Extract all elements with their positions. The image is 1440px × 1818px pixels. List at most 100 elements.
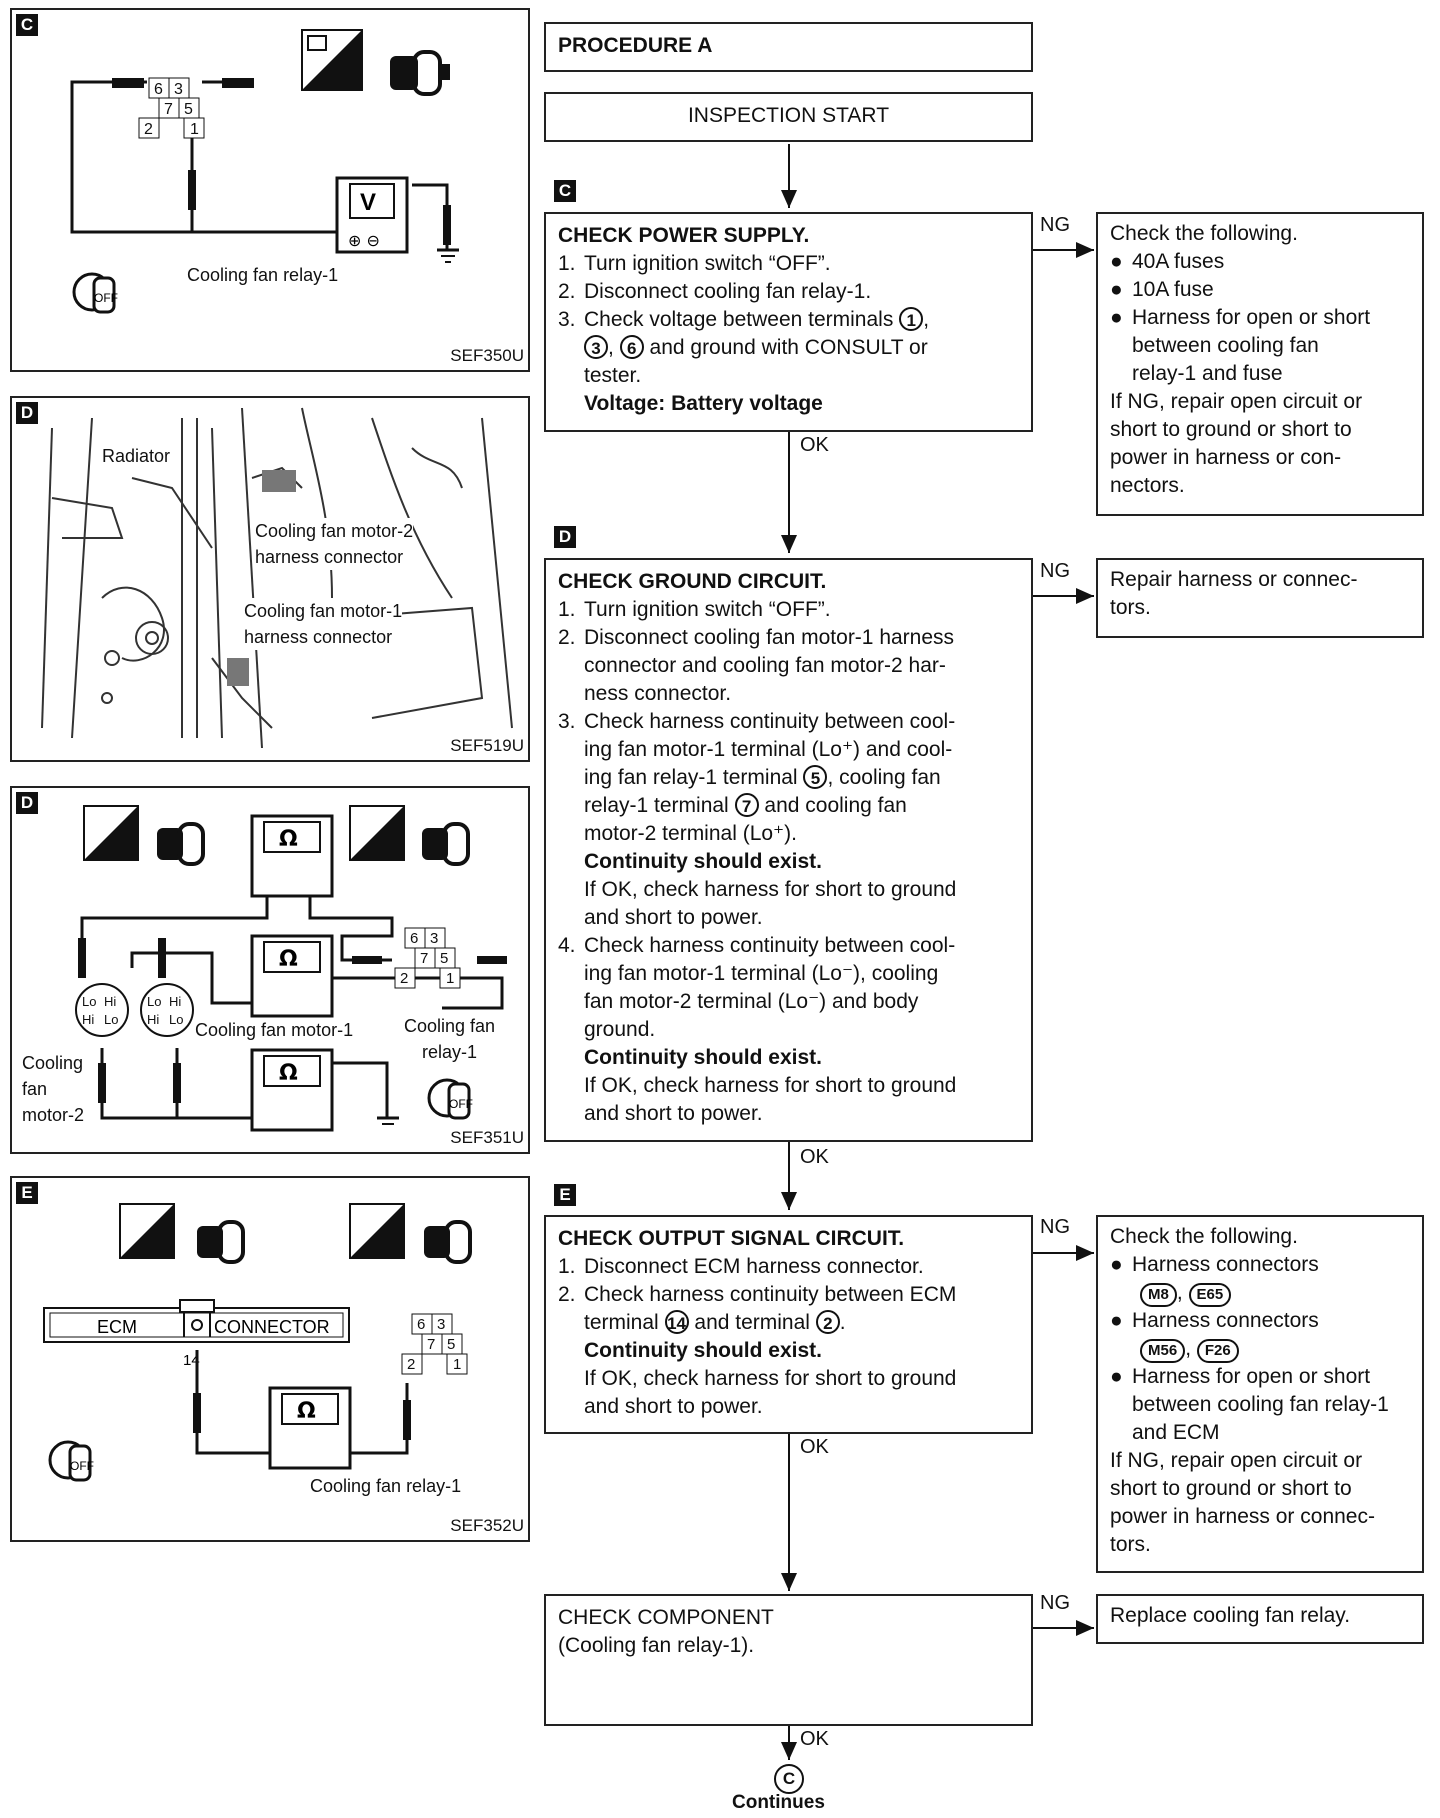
- disconnect-icon: [197, 1220, 245, 1264]
- ecm-label: ECM: [97, 1317, 137, 1337]
- motor-1-label: Cooling fan motor-1: [195, 1020, 354, 1040]
- svg-text:5: 5: [447, 1336, 455, 1353]
- pin-3: 3: [174, 81, 183, 98]
- inspection-start: INSPECTION START: [544, 92, 1033, 142]
- radiator-label: Radiator: [102, 446, 171, 467]
- ng-result-component: Replace cooling fan relay.: [1096, 1594, 1424, 1644]
- ng-label-e: NG: [1040, 1216, 1070, 1238]
- ignition-off-icon: OFF: [427, 1078, 473, 1120]
- figure-e-panel: E ECM CONNECTOR 14 Ω 6: [10, 1176, 530, 1542]
- hs-icon: [119, 1203, 175, 1259]
- svg-text:3: 3: [430, 930, 438, 947]
- figure-e-diagram: ECM CONNECTOR 14 Ω 6 3 7 5 2 1 OFF: [43, 1203, 472, 1482]
- ts-icon: [349, 1203, 405, 1259]
- svg-text:⊕ ⊖: ⊕ ⊖: [348, 231, 380, 250]
- figure-c-code: SEF350U: [450, 346, 524, 365]
- connector-m56: M56: [1140, 1339, 1186, 1363]
- svg-text:6: 6: [410, 930, 418, 947]
- connector-f26: F26: [1196, 1339, 1239, 1363]
- ng-result-ground-circuit: Repair harness or connec- tors.: [1096, 558, 1424, 638]
- svg-text:Lo: Lo: [147, 994, 161, 1009]
- figure-d2-panel: D Ω: [10, 786, 530, 1154]
- svg-text:6: 6: [417, 1316, 425, 1333]
- svg-text:5: 5: [440, 950, 448, 967]
- svg-text:Hi: Hi: [147, 1012, 159, 1027]
- figure-c-diagram: 6 3 7 5 2 1 V ⊕ ⊖ OFF: [70, 29, 459, 314]
- ohmmeter-symbol: Ω: [279, 827, 298, 852]
- svg-text:Ω: Ω: [279, 1061, 298, 1086]
- ignition-off-icon: OFF: [48, 1440, 94, 1482]
- svg-text:Lo: Lo: [82, 994, 96, 1009]
- ok-label-component: OK: [800, 1728, 829, 1750]
- disconnect-icon: [424, 1220, 472, 1264]
- svg-text:1: 1: [446, 970, 454, 987]
- voltmeter-symbol: V: [360, 189, 376, 216]
- disconnect-icon: [422, 822, 470, 866]
- ng-label-component: NG: [1040, 1592, 1070, 1614]
- svg-text:Hi: Hi: [82, 1012, 94, 1027]
- figure-e-caption: Cooling fan relay-1: [310, 1476, 462, 1496]
- pin-7: 7: [164, 101, 173, 118]
- svg-text:Hi: Hi: [169, 994, 181, 1009]
- step-check-output-signal: CHECK OUTPUT SIGNAL CIRCUIT. 1.Disconnec…: [544, 1215, 1033, 1434]
- svg-text:7: 7: [420, 950, 428, 967]
- step-check-power-supply: CHECK POWER SUPPLY. 1.Turn ignition swit…: [544, 212, 1033, 432]
- ng-result-power-supply: Check the following. ●40A fuses ●10A fus…: [1096, 212, 1424, 516]
- figure-d1-code: SEF519U: [450, 736, 524, 755]
- continues-label: Continues: [732, 1792, 825, 1813]
- svg-text:7: 7: [427, 1336, 435, 1353]
- step-check-component: CHECK COMPONENT (Cooling fan relay-1).: [544, 1594, 1033, 1726]
- disconnect-icon: [157, 822, 205, 866]
- ng-label-c: NG: [1040, 214, 1070, 236]
- figure-e-code: SEF352U: [450, 1516, 524, 1535]
- connector-label: CONNECTOR: [214, 1317, 330, 1337]
- svg-text:1: 1: [453, 1356, 461, 1373]
- procedure-title: PROCEDURE A: [544, 22, 1033, 72]
- figure-e-tag: E: [16, 1182, 38, 1204]
- figure-c-tag: C: [16, 14, 38, 36]
- ts-icon: [349, 805, 405, 861]
- pin-1: 1: [190, 121, 199, 138]
- ts-icon: [83, 805, 139, 861]
- svg-text:3: 3: [437, 1316, 445, 1333]
- svg-text:2: 2: [407, 1356, 415, 1373]
- ignition-off-icon: OFF: [72, 272, 118, 314]
- flow-tag-d: D: [554, 526, 576, 548]
- pin-6: 6: [154, 81, 163, 98]
- ohmmeter-symbol: Ω: [297, 1399, 316, 1424]
- ts-icon: [301, 29, 363, 91]
- figure-d1-tag: D: [16, 402, 38, 424]
- svg-text:OFF: OFF: [94, 291, 118, 305]
- engine-photo-illustration: [41, 407, 513, 749]
- step-check-ground-circuit: CHECK GROUND CIRCUIT. 1.Turn ignition sw…: [544, 558, 1033, 1142]
- pin-2: 2: [144, 121, 153, 138]
- ok-label-e: OK: [800, 1436, 829, 1458]
- ng-label-d: NG: [1040, 560, 1070, 582]
- ok-label-d: OK: [800, 1146, 829, 1168]
- figure-d2-code: SEF351U: [450, 1128, 524, 1147]
- ng-result-output-signal: Check the following. ●Harness connectors…: [1096, 1215, 1424, 1573]
- flow-tag-c: C: [554, 180, 576, 202]
- figure-d2-tag: D: [16, 792, 38, 814]
- flow-tag-e: E: [554, 1184, 576, 1206]
- figure-c-caption: Cooling fan relay-1: [187, 265, 339, 285]
- disconnect-icon: [390, 50, 450, 96]
- pin-5: 5: [184, 101, 193, 118]
- connector-e65: E65: [1188, 1283, 1232, 1307]
- svg-text:OFF: OFF: [449, 1097, 473, 1111]
- figure-c-panel: C 6 3 7 5 2 1: [10, 8, 530, 372]
- svg-text:Lo: Lo: [104, 1012, 118, 1027]
- connector-m8: M8: [1140, 1283, 1177, 1307]
- svg-text:Ω: Ω: [279, 947, 298, 972]
- continue-connector-icon: C: [774, 1764, 804, 1794]
- svg-text:OFF: OFF: [70, 1459, 94, 1473]
